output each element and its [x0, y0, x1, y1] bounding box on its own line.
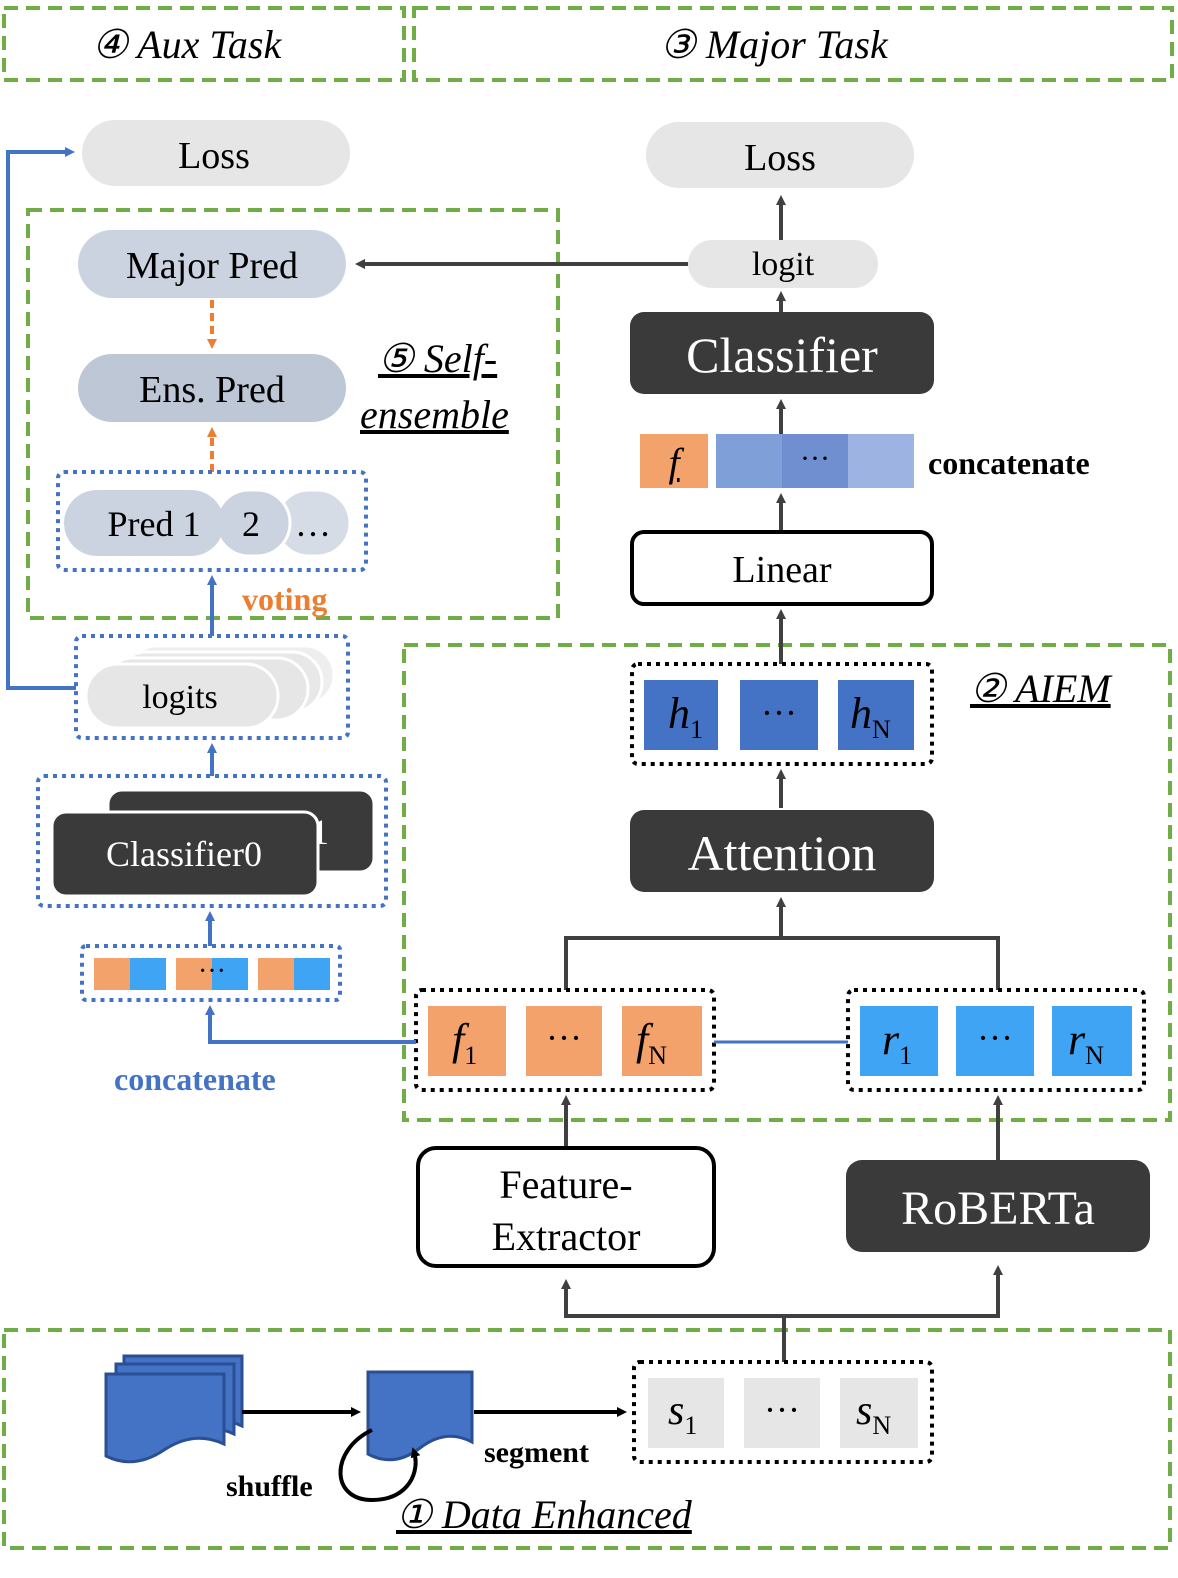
roberta-label: RoBERTa — [901, 1182, 1095, 1235]
hN-label: hN — [850, 689, 891, 744]
data-enhanced-frame — [2, 1328, 1172, 1550]
aux-concat-b2 — [212, 958, 248, 990]
concat-h-cell-3 — [848, 434, 914, 488]
aiem-title: ② AIEM — [970, 666, 1113, 711]
pred-1-label: Pred 1 — [108, 504, 201, 544]
shuffle-loop-arrow — [338, 1428, 421, 1503]
linear-box — [630, 530, 934, 606]
s1-label: s1 — [668, 1388, 697, 1440]
major-task-title: ③ Major Task — [660, 22, 889, 67]
feature-extractor-label-2: Extractor — [492, 1214, 641, 1259]
h-dots-cell — [740, 680, 818, 750]
s-dots-cell — [744, 1378, 820, 1448]
aux-task-title: ④ Aux Task — [92, 22, 282, 67]
linear-label: Linear — [732, 549, 832, 591]
h-dots-label: ··· — [761, 693, 797, 733]
major-classifier-label: Classifier — [686, 327, 878, 383]
document-icon — [366, 1370, 474, 1462]
aux-concat-o3 — [258, 958, 294, 990]
aux-concat-o2 — [176, 958, 212, 990]
concat-h-cell-1 — [716, 434, 782, 488]
h-vector-group — [630, 662, 934, 766]
major-pred-pill — [78, 230, 346, 298]
aux-concatenate-label: concatenate — [114, 1061, 276, 1097]
major-loss-pill — [646, 122, 914, 188]
merge-line-f — [564, 936, 1000, 990]
major-pred-label: Major Pred — [126, 245, 298, 287]
classifier0-label: Classifier0 — [106, 834, 262, 874]
data-enhanced-title: ① Data Enhanced — [396, 1492, 693, 1537]
self-ensemble-title-1: ⑤ Self- — [378, 336, 497, 381]
ens-pred-label: Ens. Pred — [139, 369, 285, 411]
classifier0-box — [50, 810, 320, 898]
segment-label: segment — [484, 1436, 589, 1469]
aux-concat-o1 — [94, 958, 130, 990]
s1-cell — [648, 1378, 724, 1448]
pred-more-label: … — [295, 504, 331, 544]
f-to-aux-concat-line — [205, 1005, 416, 1044]
roberta-box — [846, 1160, 1150, 1252]
aux-concat-b1 — [130, 958, 166, 990]
self-ensemble-frame — [26, 208, 560, 620]
documents-stack-icon — [104, 1354, 244, 1464]
attention-box — [630, 810, 934, 892]
attention-label: Attention — [688, 825, 877, 881]
r1-label: r1 — [882, 1015, 912, 1070]
major-concatenate-label: concatenate — [928, 445, 1090, 481]
logit-pill — [688, 240, 878, 288]
aux-concat-b3 — [294, 958, 330, 990]
ens-pred-pill — [78, 354, 346, 422]
feature-extractor-box — [416, 1146, 716, 1268]
h1-cell — [644, 680, 718, 750]
logits-to-loss-line — [6, 147, 76, 690]
feature-extractor-label-1: Feature- — [499, 1162, 632, 1207]
major-task-header-frame — [412, 6, 1174, 82]
f-dots-cell — [526, 1006, 602, 1076]
s-to-roberta-line — [784, 1265, 1003, 1318]
aux-concat-group — [80, 944, 342, 1002]
logits-group — [74, 634, 350, 740]
aux-loss-pill — [82, 120, 350, 186]
r-dots-label: ··· — [977, 1018, 1013, 1058]
pred-1-pill — [64, 490, 224, 556]
f1-cell — [428, 1006, 506, 1076]
concat-h-cell-2 — [782, 434, 848, 488]
logit-label: logit — [752, 246, 815, 283]
f-dots-label: ··· — [546, 1018, 582, 1058]
major-classifier-box — [630, 312, 934, 394]
rN-cell — [1052, 1006, 1132, 1076]
logits-label: logits — [142, 679, 218, 716]
r-vector-group — [846, 988, 1146, 1092]
self-ensemble-title-2: ensemble — [360, 392, 509, 437]
classifiers-group — [36, 774, 388, 908]
pred-2-label: 2 — [242, 504, 260, 544]
s-to-extractors-line — [561, 1279, 786, 1362]
concat-dots: ··· — [800, 442, 830, 475]
h1-label: h1 — [668, 689, 703, 744]
aux-concat-dots: ··· — [198, 956, 226, 987]
r-dots-cell — [956, 1006, 1034, 1076]
s-dots-label: ··· — [764, 1390, 800, 1430]
rN-label: rN — [1068, 1015, 1104, 1070]
concat-f-cell — [640, 434, 708, 488]
aux-task-header-frame — [2, 6, 406, 82]
major-loss-label: Loss — [744, 137, 816, 179]
voting-label: voting — [242, 581, 327, 617]
s-vector-group — [632, 1360, 934, 1464]
logits-pill — [84, 662, 280, 730]
preds-group — [56, 470, 368, 572]
hN-cell — [838, 680, 914, 750]
aux-loss-label: Loss — [178, 135, 250, 177]
sN-cell — [840, 1378, 918, 1448]
fN-cell — [622, 1006, 702, 1076]
shuffle-label: shuffle — [226, 1470, 313, 1503]
r1-cell — [860, 1006, 938, 1076]
sN-label: sN — [856, 1388, 891, 1440]
aiem-frame — [402, 643, 1172, 1122]
